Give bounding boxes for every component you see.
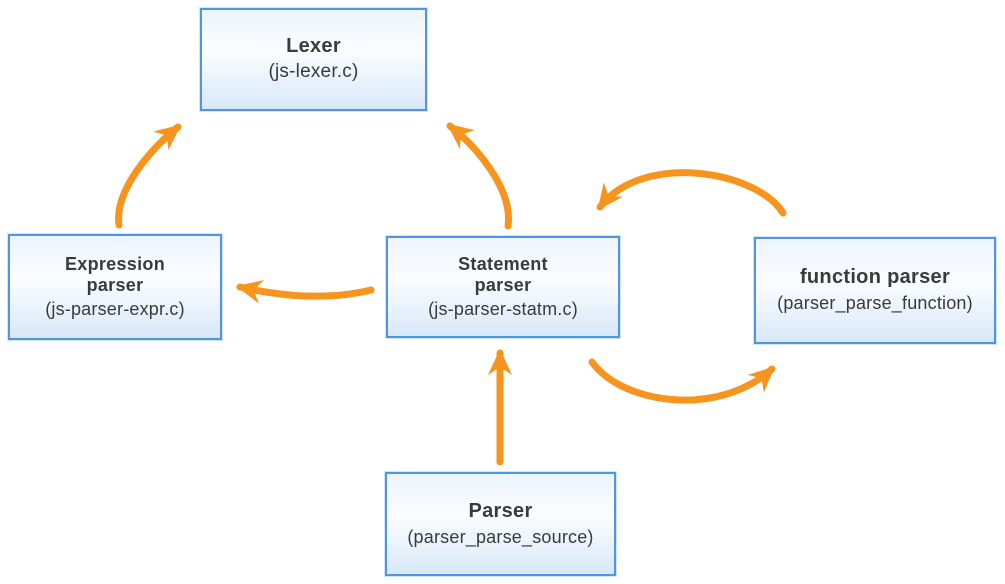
node-function-parser-subtitle: (parser_parse_function)	[777, 293, 973, 314]
node-lexer-subtitle: (js-lexer.c)	[268, 61, 359, 83]
node-function-parser: function parser (parser_parse_function)	[754, 237, 996, 344]
node-parser: Parser (parser_parse_source)	[385, 472, 616, 576]
node-parser-subtitle: (parser_parse_source)	[407, 526, 594, 547]
node-statement-parser-title: Statement parser	[458, 254, 548, 296]
node-expression-parser-title-line2: parser	[86, 274, 144, 295]
node-function-parser-title: function parser	[799, 266, 951, 289]
node-expression-parser: Expression parser (js-parser-expr.c)	[8, 234, 222, 340]
node-statement-parser-title-line2: parser	[474, 274, 532, 295]
node-statement-parser-subtitle: (js-parser-statm.c)	[428, 298, 578, 319]
arrow-function-parser-to-statement-parser	[596, 169, 787, 217]
node-expression-parser-title-line1: Expression	[64, 253, 166, 274]
arrow-expression-parser-to-lexer	[115, 123, 182, 229]
node-lexer-title: Lexer	[286, 34, 341, 57]
node-statement-parser-title-line1: Statement	[458, 253, 548, 274]
node-lexer: Lexer (js-lexer.c)	[200, 8, 427, 111]
node-statement-parser: Statement parser (js-parser-statm.c)	[386, 236, 620, 338]
node-expression-parser-subtitle: (js-parser-expr.c)	[45, 298, 185, 319]
arrow-statement-parser-to-function-parser	[588, 358, 776, 404]
node-expression-parser-title: Expression parser	[65, 254, 165, 296]
arrow-statement-parser-to-expression-parser	[236, 280, 375, 304]
arrow-statement-parser-to-lexer	[446, 122, 512, 230]
node-parser-title: Parser	[468, 499, 533, 522]
